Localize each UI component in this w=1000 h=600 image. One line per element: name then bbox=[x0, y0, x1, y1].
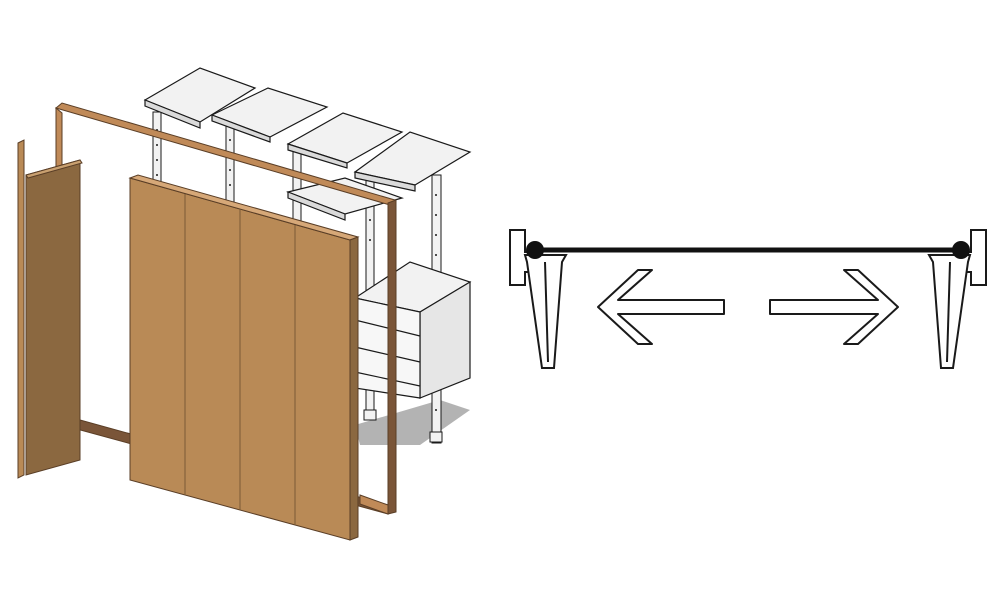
left-arrow bbox=[597, 269, 725, 345]
right-arrow bbox=[769, 269, 899, 345]
rod-end-right bbox=[952, 241, 970, 259]
side-panel bbox=[17, 139, 83, 479]
left-bracket bbox=[509, 229, 568, 369]
rod-end-left bbox=[526, 241, 544, 259]
top-shelves bbox=[143, 67, 472, 192]
closet-illustration bbox=[17, 67, 472, 541]
middle-shelf bbox=[286, 177, 404, 221]
right-bracket bbox=[927, 229, 987, 369]
front-panels bbox=[128, 174, 360, 541]
